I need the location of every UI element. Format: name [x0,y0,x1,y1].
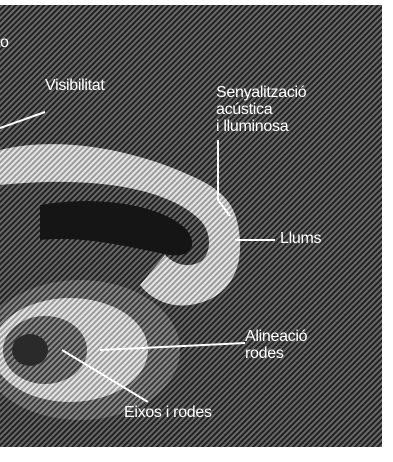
label-corner-fragment: o [0,34,9,51]
top-margin [0,0,393,5]
wheel-center [12,334,48,366]
label-visibilitat: Visibilitat [45,77,105,94]
bottom-margin [0,447,393,462]
label-llums: Llums [280,230,321,247]
label-senyalitzacio: Senyalització acústica i lluminosa [216,84,306,135]
label-eixos: Eixos i rodes [124,404,212,421]
right-margin [382,0,393,462]
label-alineacio: Alineació rodes [245,328,307,362]
